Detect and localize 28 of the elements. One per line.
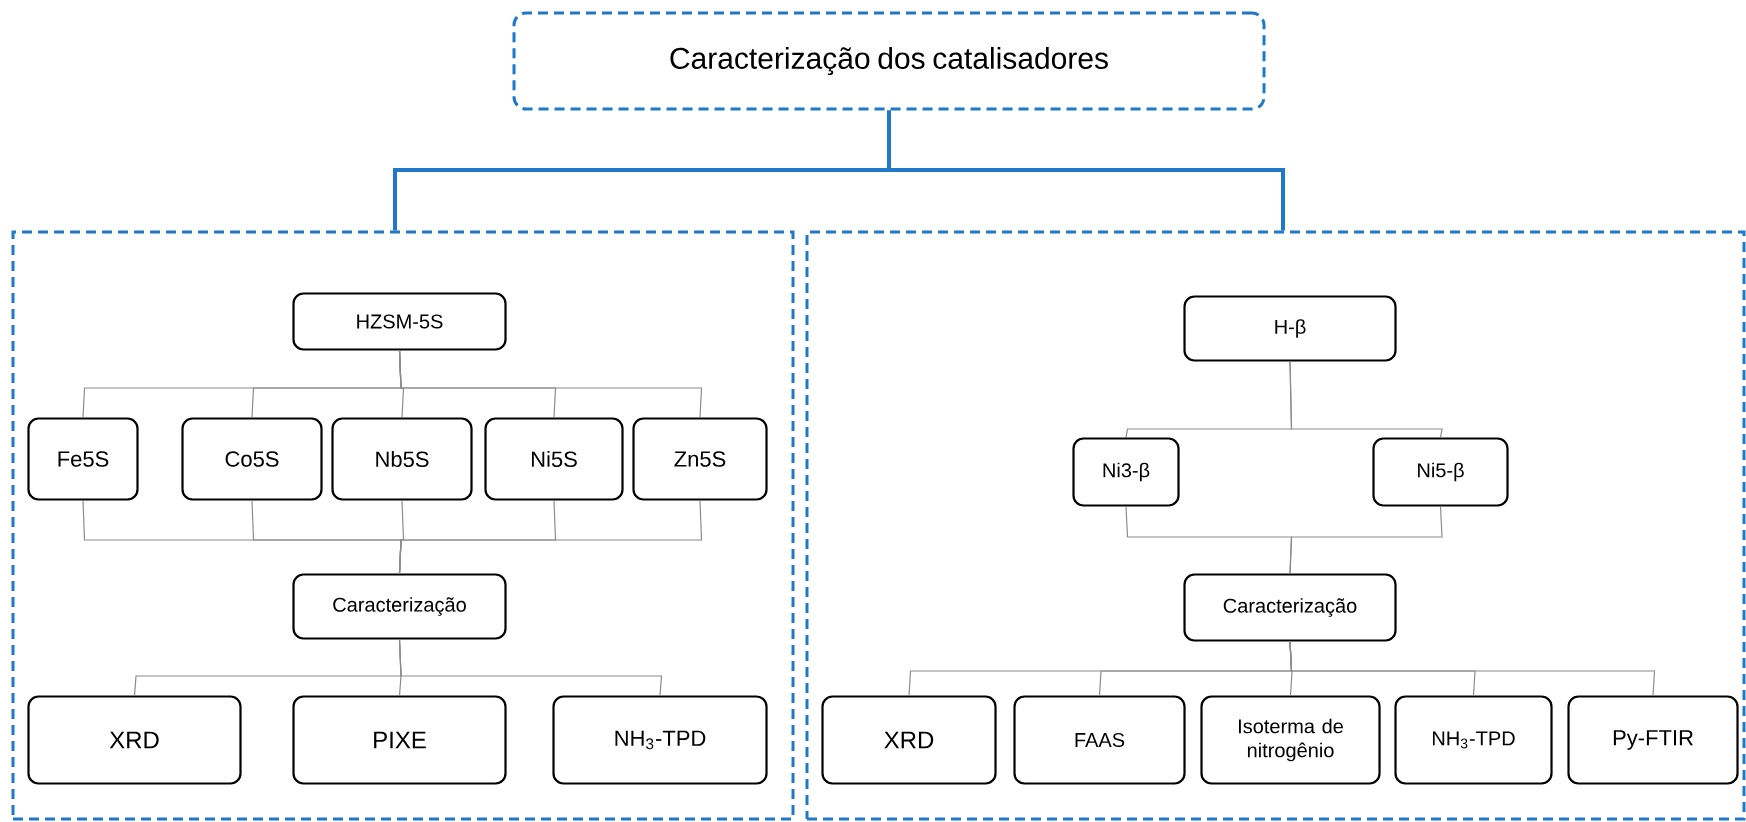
dashed-panel [805, 230, 1746, 821]
process-box: Ni3-β [1072, 437, 1180, 507]
process-box: NH$_{3}$-TPD [552, 695, 768, 785]
process-box: Co5S [181, 417, 323, 501]
process-box: Py-FTIR [1567, 695, 1739, 785]
process-box: Isoterma de nitrogênio [1200, 695, 1381, 785]
process-box: XRD [821, 695, 997, 785]
process-box: Fe5S [27, 417, 139, 501]
connector [398, 500, 703, 574]
process-box: XRD [27, 695, 242, 785]
process-box: Nb5S [331, 417, 473, 501]
connector [887, 110, 1285, 231]
process-box: PIXE [292, 695, 507, 785]
process-box: Zn5S [632, 417, 768, 501]
connector [1289, 506, 1443, 574]
heading-box: Caracterização dos catalisadores [512, 11, 1266, 111]
process-box: Caracterização [292, 573, 507, 640]
dashed-panel [11, 230, 795, 821]
connector [1289, 361, 1443, 438]
connector [398, 639, 663, 696]
process-box: FAAS [1013, 695, 1186, 785]
connector [398, 350, 703, 418]
process-box: H-β [1183, 295, 1397, 362]
process-box: Ni5S [484, 417, 624, 501]
process-box: Ni5-β [1372, 437, 1509, 507]
process-box: NH$_{3}$-TPD [1394, 695, 1553, 785]
process-box: HZSM-5S [292, 292, 507, 351]
process-box: Caracterização [1183, 573, 1397, 642]
